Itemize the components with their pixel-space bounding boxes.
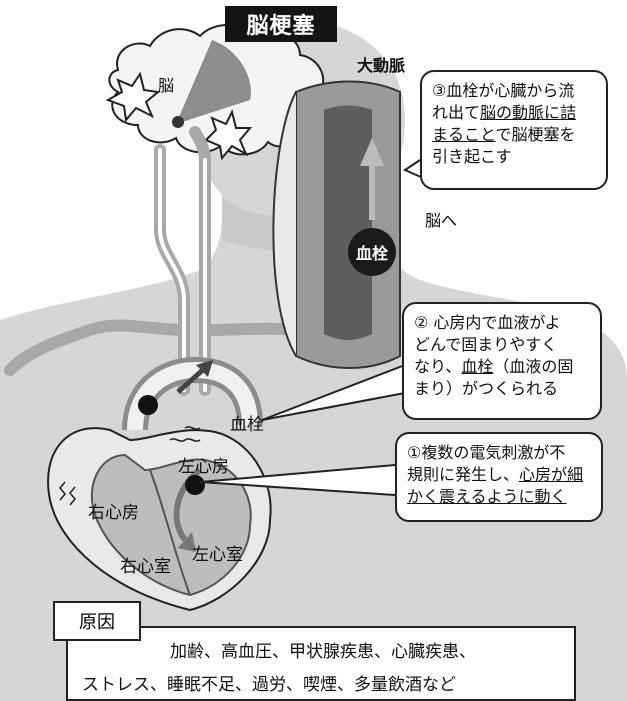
- callout3-line2b: 脳の動脈に詰: [480, 103, 576, 122]
- callout3-line3b: で脳梗塞を: [496, 125, 576, 144]
- callout2-line3b: 血栓: [461, 357, 493, 376]
- label-aorta: 大動脈: [357, 52, 405, 76]
- callout3-line1: 血栓が心臓から流: [446, 81, 574, 100]
- label-thrombus-heart: 血栓: [230, 410, 264, 435]
- callout2-line1: 心房内で血液がよ: [428, 313, 560, 332]
- embolus-dot-atrium: [185, 475, 205, 495]
- thrombus-badge: 血栓: [348, 228, 396, 276]
- callout2-line3c: （血液の固: [493, 357, 573, 376]
- callout1-line3: かく震えるように動く: [407, 487, 567, 506]
- callout3-line3a: まること: [432, 125, 496, 144]
- callout2-line2: どんで固まりやすく: [414, 335, 557, 354]
- label-to-brain: 脳へ: [425, 207, 457, 231]
- callout-step2: ② 心房内で血液がよ どんで固まりやすく なり、血栓（血液の固 まり）がつくられ…: [402, 302, 602, 420]
- label-left-atrium: 左心房: [178, 452, 229, 477]
- cause-line-1: 加齢、高血圧、甲状腺疾患、心臓疾患、: [170, 637, 476, 662]
- callout3-num: ③: [432, 81, 446, 100]
- callout2-num: ②: [414, 313, 428, 332]
- label-left-ventricle: 左心室: [192, 540, 243, 565]
- callout1-line2a: 規則に発生し、: [407, 465, 519, 484]
- title-badge: 脳梗塞: [225, 6, 337, 42]
- embolus-dot-arch: [138, 395, 158, 415]
- callout1-line2b: 心房が細: [519, 465, 583, 484]
- cause-tag: 原因: [53, 601, 141, 641]
- callout2-line3a: なり、: [414, 357, 461, 376]
- magnified-artery-inner: [324, 106, 372, 341]
- callout1-num: ①: [407, 443, 421, 462]
- callout2-line4: まり）がつくられる: [414, 379, 558, 398]
- callout1-line1: 複数の電気刺激が不: [421, 443, 565, 462]
- callout3-line2a: れ出て: [432, 103, 480, 122]
- label-right-atrium: 右心房: [88, 498, 139, 523]
- callout-step3: ③血栓が心臓から流 れ出て脳の動脈に詰 まることで脳梗塞を 引き起こす: [420, 70, 608, 190]
- infarct-spot: [172, 116, 184, 128]
- label-right-ventricle: 右心室: [120, 552, 171, 577]
- label-brain: 脳: [158, 72, 174, 96]
- callout-step1: ①複数の電気刺激が不 規則に発生し、心房が細 かく震えるように動く: [395, 432, 603, 522]
- callout3-line4: 引き起こす: [432, 147, 512, 166]
- cause-line-2: ストレス、睡眠不足、過労、喫煙、多量飲酒など: [82, 670, 456, 695]
